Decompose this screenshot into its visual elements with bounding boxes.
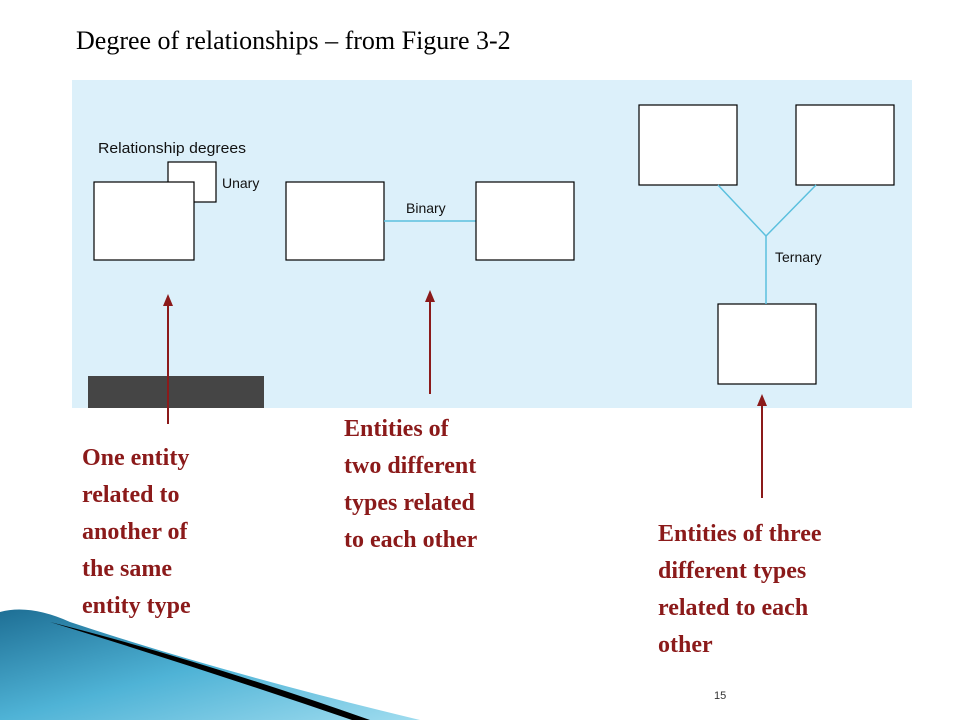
ternary-callout: Entities of three different types relate…: [658, 516, 898, 664]
callout-line: different types: [658, 558, 807, 584]
diagram-panel: Relationship degrees Unary Binary Ternar…: [72, 80, 912, 408]
ternary-entity-box-top-right: [795, 104, 895, 186]
page-number: 15: [714, 690, 727, 702]
unary-entity-box: [93, 181, 195, 261]
callout-line: Entities of: [344, 416, 449, 442]
binary-entity-box-left: [285, 181, 385, 261]
callout-line: entity type: [82, 593, 191, 619]
ternary-label: Ternary: [775, 249, 822, 265]
callout-line: the same: [82, 556, 172, 582]
ternary-connector-left: [717, 184, 767, 237]
slide-title: Degree of relationships – from Figure 3-…: [76, 26, 511, 55]
binary-entity-box-right: [475, 181, 575, 261]
callout-line: types related: [344, 490, 475, 516]
callout-line: One entity: [82, 445, 190, 471]
ternary-entity-box-bottom: [717, 303, 817, 385]
diagram-heading: Relationship degrees: [98, 140, 246, 157]
ternary-entity-box-top-left: [638, 104, 738, 186]
dark-swoosh-shape: [50, 622, 370, 720]
unary-label: Unary: [222, 175, 259, 191]
callout-line: related to: [82, 482, 180, 508]
callout-line: two different: [344, 453, 477, 479]
binary-label: Binary: [406, 200, 446, 216]
binary-callout: Entities of two different types related …: [344, 411, 544, 559]
callout-line: related to each: [658, 595, 809, 621]
callout-line: Entities of three: [658, 521, 822, 547]
callout-line: other: [658, 632, 713, 658]
teal-swoosh-shape: [0, 609, 420, 720]
callout-line: to each other: [344, 527, 478, 553]
ternary-connector-right: [765, 184, 817, 237]
callout-line: another of: [82, 519, 188, 545]
relationship-diagram: Relationship degrees Unary Binary Ternar…: [93, 104, 895, 385]
dark-bar: [88, 376, 264, 408]
unary-callout: One entity related to another of the sam…: [82, 440, 262, 625]
